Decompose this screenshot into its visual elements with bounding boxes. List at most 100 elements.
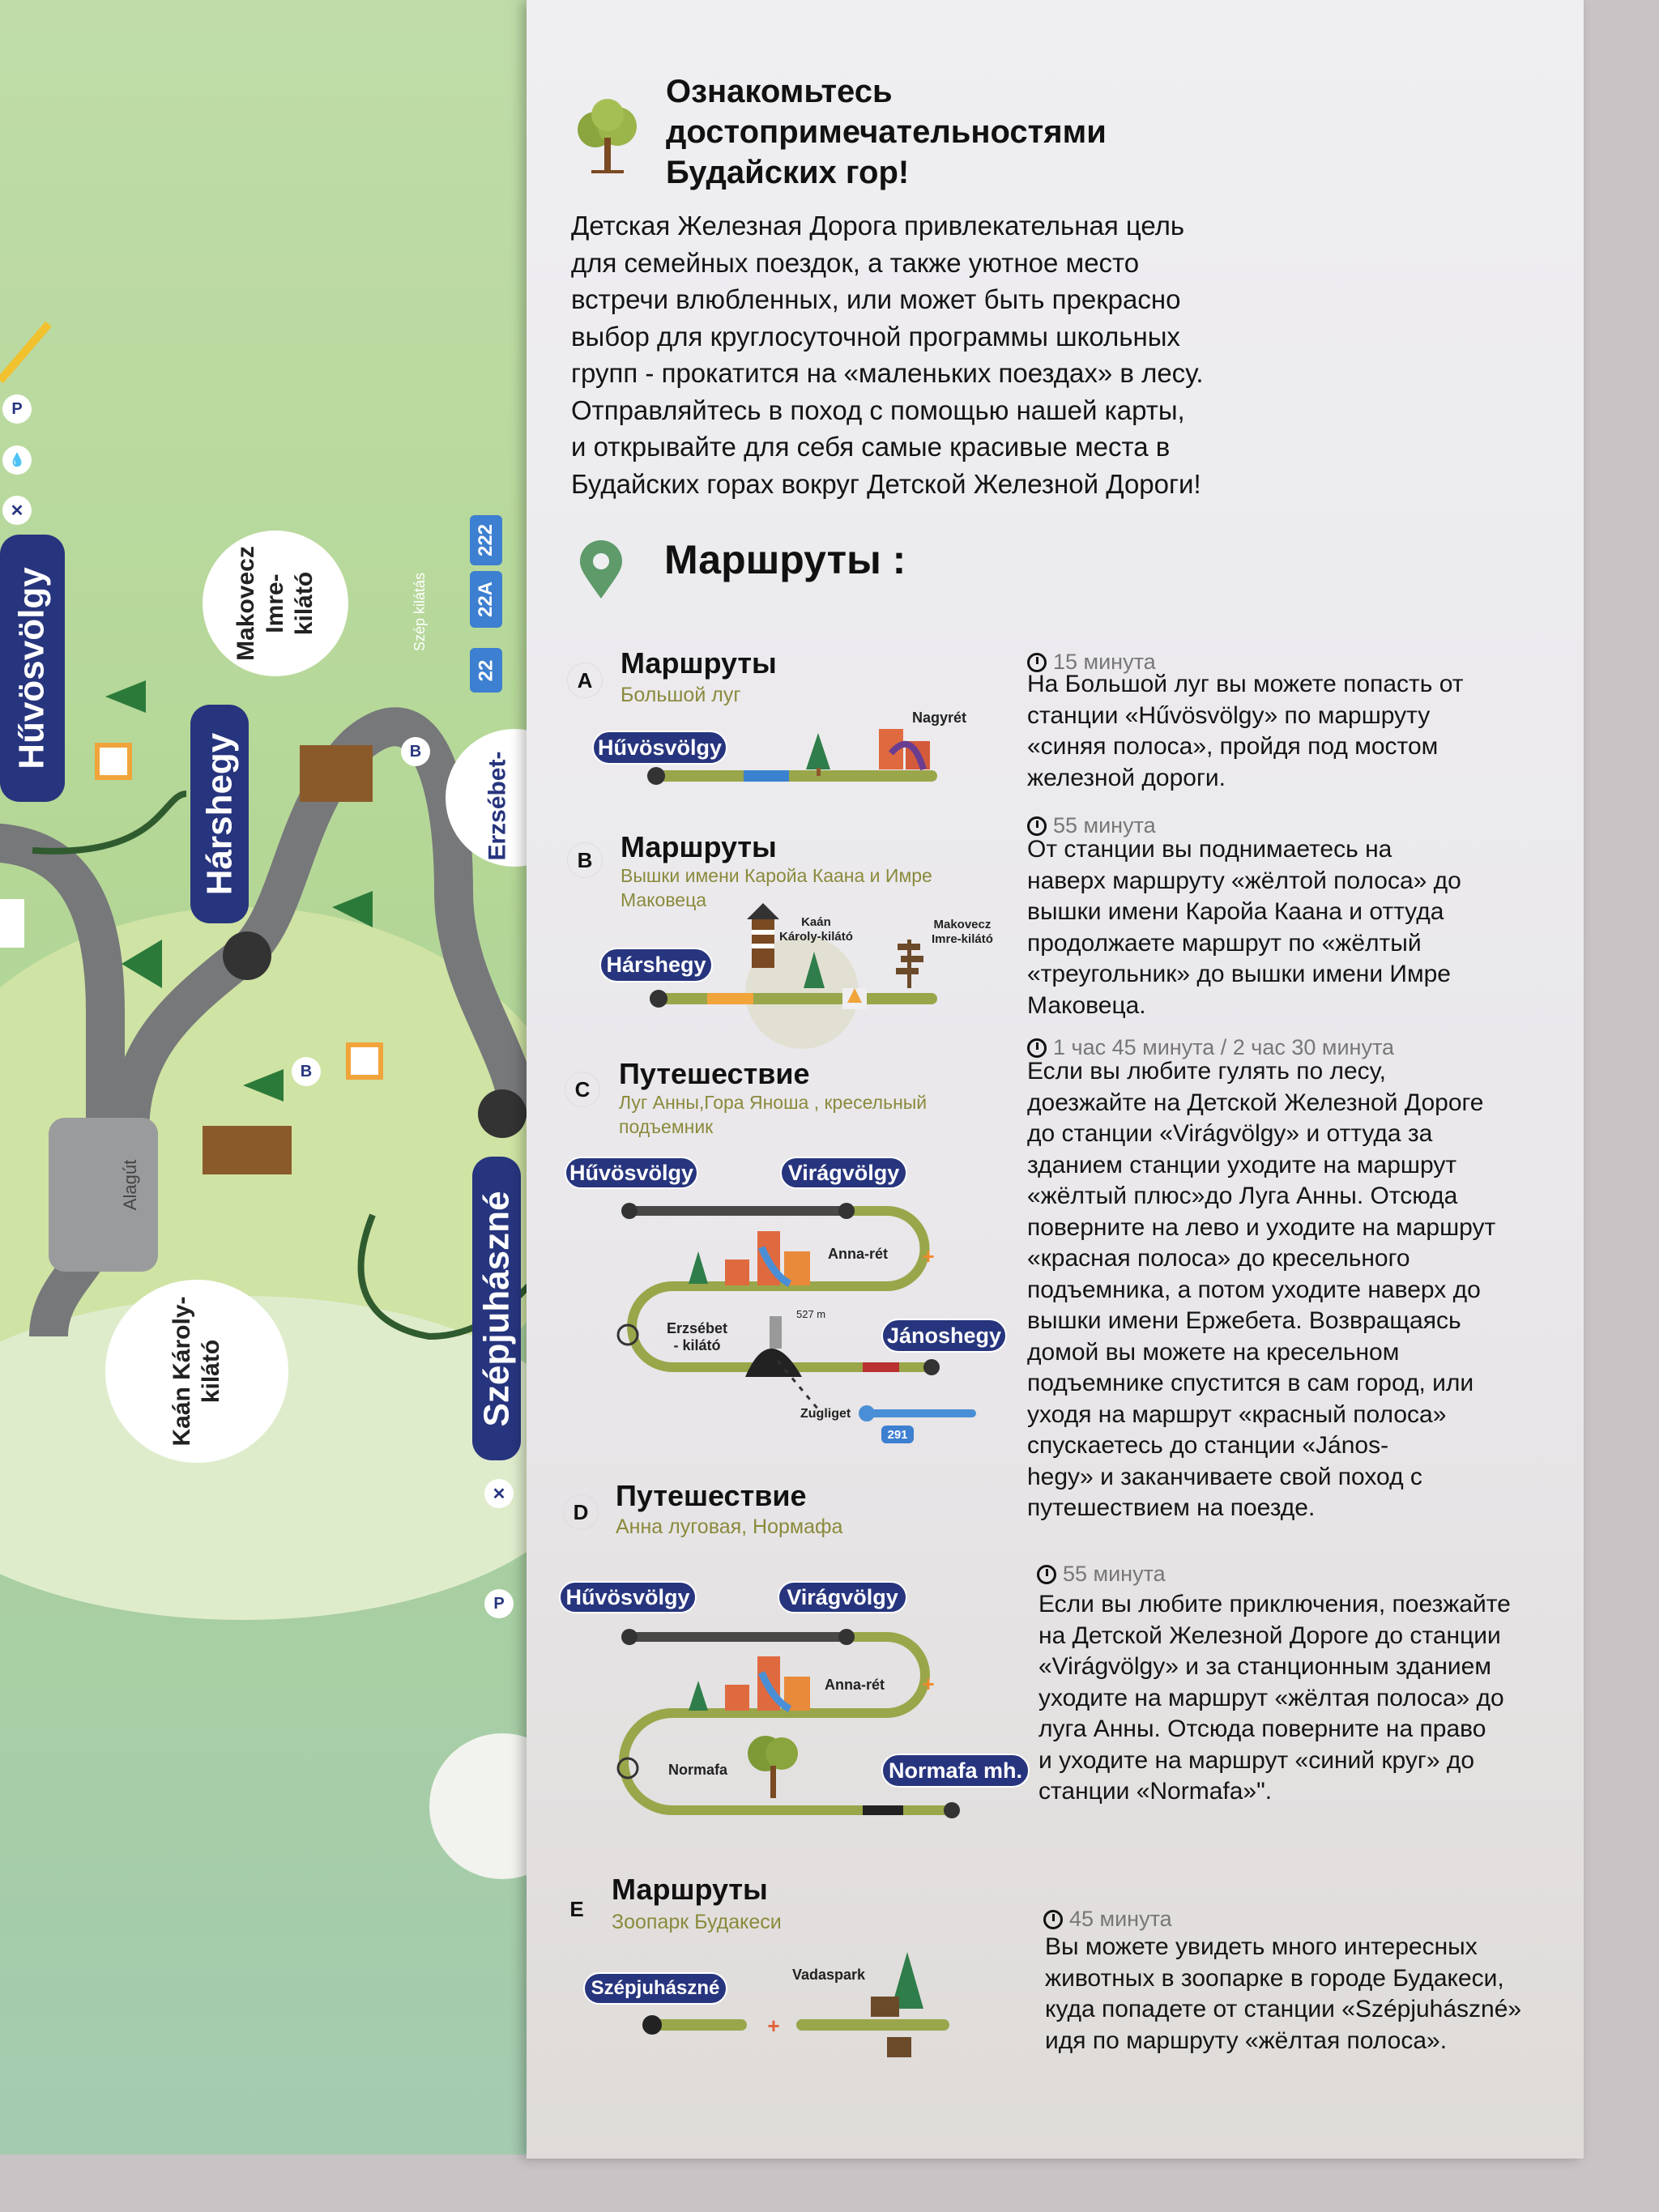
landmark-line: Makovecz (933, 918, 992, 931)
desc-line: животных в зоопарке в городе Будакеси, (1045, 1964, 1504, 1992)
intro-line: выбор для круглосуточной программы школь… (571, 321, 1180, 352)
desc-line: путешествием на поезде. (1027, 1494, 1316, 1521)
route-letter-d: D (563, 1494, 599, 1530)
route-letter-a: A (567, 663, 603, 698)
landmark-line: - kilátó (673, 1337, 721, 1353)
route-title: Путешествие (616, 1479, 807, 1512)
route-duration: 55 минута (1037, 1562, 1166, 1587)
clock-icon (1043, 1909, 1063, 1929)
station-pill: Normafa mh. (881, 1754, 1030, 1788)
clock-icon (1027, 652, 1047, 672)
route-title: Путешествие (619, 1057, 810, 1090)
bus-badge: 291 (881, 1426, 914, 1443)
routes-page (527, 0, 1584, 2159)
desc-line: hegy» и заканчиваете свой поход с (1027, 1463, 1422, 1490)
desc-line: домой вы можете на кресельном (1027, 1338, 1400, 1366)
icon-glyph: 💧 (9, 454, 25, 467)
route-description: От станции вы поднимаетесь на наверх марш… (1027, 834, 1461, 1021)
station-pill: Hűvösvölgy (592, 731, 727, 765)
route-title: Маршруты (621, 830, 777, 863)
page-title: Ознакомьтесь достопримечательностями Буд… (666, 71, 1107, 193)
desc-line: вышки имени Каройа Каана и оттуда (1027, 898, 1444, 925)
route-letter-e: E (559, 1891, 595, 1927)
kaan-tower-icon (203, 1126, 292, 1174)
intro-paragraph: Детская Железная Дорога привлекательная … (571, 207, 1204, 502)
icon-glyph: P (11, 399, 23, 418)
duration-text: 55 минута (1053, 813, 1156, 837)
letter-text: A (577, 667, 593, 693)
landmark-line: Erzsébet (667, 1320, 728, 1336)
desc-line: уходите на маршрут «жёлтая полоса» до (1038, 1684, 1504, 1711)
route-description: Если вы любите гулять по лесу,доезжайте … (1027, 1056, 1495, 1524)
landmark-label: Zugliget (800, 1407, 851, 1421)
landmark-label: Anna-rét (828, 1246, 889, 1262)
desc-line: до станции «Virágvölgy» и оттуда за (1027, 1120, 1433, 1147)
station-pill: Hárshegy (599, 948, 713, 982)
map-station-huvosvolgy: Hűvösvölgy (0, 535, 65, 802)
desc-line: На Большой луг вы можете попасть от (1027, 671, 1464, 697)
landmark-label: Erzsébet- kilátó (667, 1320, 727, 1354)
map-circle (429, 1733, 535, 1879)
desc-line: «Virágvölgy» и за станционным зданием (1038, 1653, 1491, 1680)
map-station-harshegy: Hárshegy (190, 705, 249, 923)
station-pill: Virágvölgy (780, 1157, 907, 1189)
duration-text: 45 минута (1069, 1907, 1172, 1931)
intro-line: и открывайте для себя самые красивые мес… (571, 432, 1171, 462)
subtitle-line: подъемник (619, 1116, 714, 1137)
landmark-label: Nagyrét (912, 710, 967, 726)
desc-line: продолжаете маршрут по «жёлтый (1027, 929, 1422, 957)
subtitle-line: Вышки имени Каройа Каана и Имре (621, 865, 932, 886)
route-subtitle: Большой луг (621, 684, 741, 706)
route-letter-b: B (567, 842, 603, 878)
desc-line: доезжайте на Детской Железной Дороге (1027, 1089, 1484, 1116)
landmark-line: Imre-kilátó (932, 932, 993, 946)
title-line: достопримечательностями (666, 114, 1107, 150)
water-drop-icon: 💧 (2, 445, 32, 475)
desc-line: подъемнике спустится в сам город, или (1027, 1370, 1474, 1396)
desc-line: и уходите на маршрут «синий круг» до (1038, 1746, 1475, 1774)
route-a-diagram (647, 729, 937, 785)
landmark-line: Kaán (801, 915, 831, 929)
desc-line: От станции вы поднимаетесь на (1027, 836, 1392, 863)
route-e-diagram: + (642, 1952, 949, 2057)
landmark-label: Anna-rét (825, 1677, 885, 1693)
station-pill: Hűvösvölgy (565, 1157, 698, 1189)
bus-number: 291 (887, 1427, 908, 1442)
duration-text: 1 час 45 минута / 2 час 30 минута (1053, 1035, 1395, 1059)
route-duration: 55 минута (1027, 813, 1156, 838)
desc-line: вышки имени Ержебета. Возвращаясь (1027, 1307, 1461, 1334)
letter-text: C (574, 1076, 591, 1102)
trail-map-page: Hűvösvölgy Hárshegy Erzsébet- Szépjuhász… (0, 0, 535, 2154)
desc-line: зданием станции уходите на маршрут (1027, 1151, 1457, 1178)
desc-line: «жёлтый плюс»до Луга Анны. Отсюда (1027, 1183, 1458, 1209)
routes-heading: Маршруты : (664, 537, 906, 582)
desc-line: спускаетесь до станции «János- (1027, 1432, 1389, 1459)
desc-line: «синяя полоса», пройдя под мостом (1027, 733, 1439, 760)
desc-line: наверх маршруту «жёлтой полоса» до (1027, 867, 1461, 894)
station-pill: Szépjuhászné (583, 1972, 727, 2005)
loop-arrow-icon (616, 1323, 639, 1346)
route-letter-c: C (565, 1072, 600, 1107)
desc-line: «красная полоса» до кресельного (1027, 1245, 1410, 1272)
desc-line: куда попадете от станции «Szépjuhászné» (1045, 1996, 1522, 2022)
clock-icon (1027, 816, 1047, 836)
letter-text: B (577, 847, 593, 872)
desc-line: идя по маршруту «жёлтая полоса». (1045, 2027, 1448, 2054)
landmark-label: Vadaspark (792, 1967, 866, 1983)
route-subtitle: Анна луговая, Нормафа (616, 1515, 843, 1538)
marker-b-icon: B (401, 737, 430, 766)
bus-badge: 222 (470, 515, 502, 565)
letter-text: E (569, 1896, 584, 1921)
intro-line: Будайских горах вокруг Детской Железной … (571, 468, 1201, 499)
location-pin-icon (580, 540, 622, 599)
icon-glyph: ✕ (10, 501, 24, 520)
intro-line: встречи влюбленных, или может быть прекр… (571, 284, 1181, 314)
desc-line: уходя на маршрут «красный полоса» (1027, 1400, 1447, 1428)
intro-line: групп - прокатится на «маленьких поездах… (571, 358, 1204, 388)
desc-line: поверните на лево и уходите на маршрут (1027, 1213, 1496, 1241)
cross-icon: ✕ (2, 496, 32, 525)
